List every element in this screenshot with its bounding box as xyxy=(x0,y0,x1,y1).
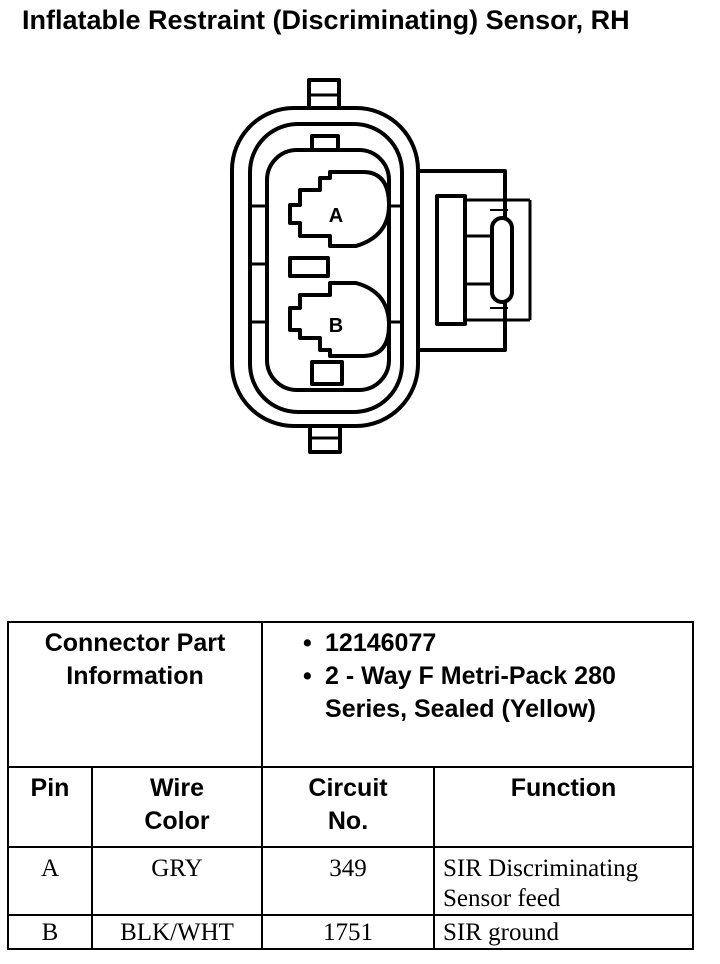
pin-b-label: B xyxy=(329,315,343,337)
part-info-cell: 12146077 2 - Way F Metri-Pack 280 Series… xyxy=(261,621,695,768)
pin-cell: B xyxy=(7,914,93,950)
circuit-no-cell: 349 xyxy=(261,846,436,916)
wire-color-cell: GRY xyxy=(90,846,264,916)
pin-cell: A xyxy=(7,846,93,916)
function-cell: SIR ground xyxy=(433,914,695,950)
part-description: 2 - Way F Metri-Pack 280 Series, Sealed … xyxy=(263,660,692,726)
part-info-list: 12146077 2 - Way F Metri-Pack 280 Series… xyxy=(263,627,692,726)
table-row: A GRY 349 SIR Discriminating Sensor feed xyxy=(7,846,695,916)
wire-color-cell: BLK/WHT xyxy=(90,914,264,950)
header-circuit-no: Circuit No. xyxy=(261,766,436,848)
header-pin: Pin xyxy=(7,766,93,848)
header-wire-color: Wire Color xyxy=(90,766,264,848)
header-function: Function xyxy=(433,766,695,848)
connector-info-table: Connector Part Information 12146077 2 - … xyxy=(6,621,695,950)
terminal-b-outline xyxy=(288,281,391,358)
pin-a-label: A xyxy=(329,205,343,227)
connector-diagram: A B xyxy=(230,78,532,454)
circuit-no-cell: 1751 xyxy=(261,914,436,950)
terminal-a-outline xyxy=(288,170,391,248)
connector-latch xyxy=(418,169,532,352)
part-info-label: Connector Part Information xyxy=(44,629,226,690)
part-info-label-cell: Connector Part Information xyxy=(6,621,264,768)
part-number: 12146077 xyxy=(263,627,692,660)
function-cell: SIR Discriminating Sensor feed xyxy=(433,846,695,916)
table-row: B BLK/WHT 1751 SIR ground xyxy=(7,914,695,950)
page-title: Inflatable Restraint (Discriminating) Se… xyxy=(22,5,630,35)
